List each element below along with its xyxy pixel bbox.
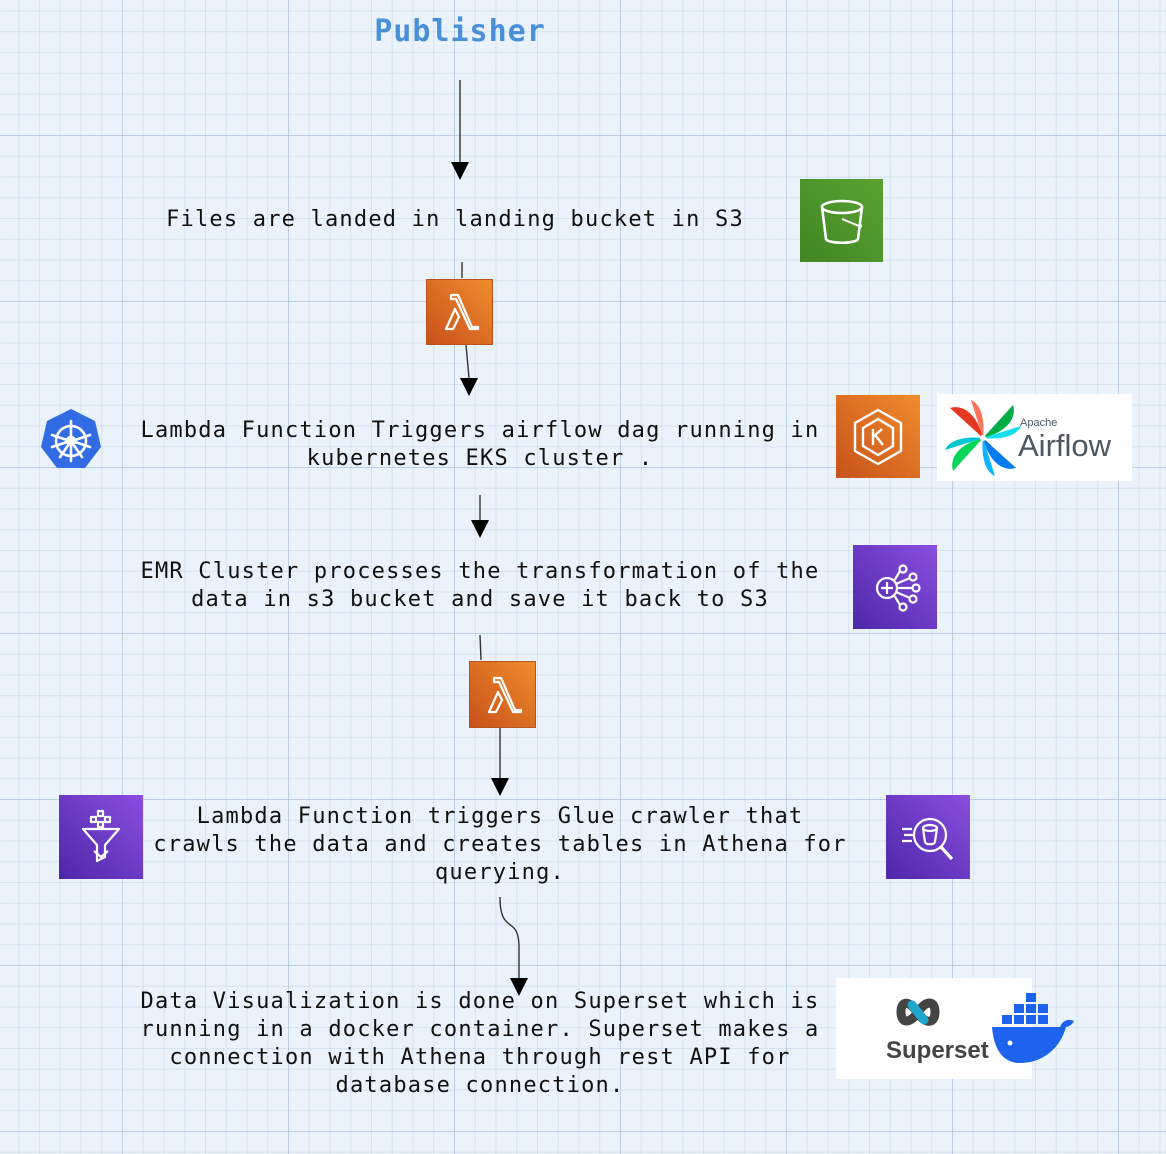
lambda-icon [426,279,493,345]
step-superset-visualization: Data Visualization is done on Superset w… [120,988,840,1100]
step-line: connection with Athena through rest API … [169,1045,791,1070]
arrowhead [471,520,489,538]
kubernetes-icon [38,407,104,473]
step-emr-processing: EMR Cluster processes the transformation… [120,558,840,614]
arrowhead [491,778,509,796]
airflow-logo: Apache Airflow [937,394,1132,481]
step-s3-landing: Files are landed in landing bucket in S3 [150,206,760,234]
arrow-glue-to-superset [499,896,520,978]
eks-icon [836,395,920,478]
arrow-emr-to-lambda [479,634,482,661]
step-line: crawls the data and creates tables in At… [153,832,847,857]
emr-icon [853,545,937,629]
step-line: data in s3 bucket and save it back to S3 [191,587,769,612]
step-glue-crawler: Lambda Function triggers Glue crawler th… [140,803,860,887]
airflow-small-text: Apache [1020,417,1057,429]
airflow-big-text: Airflow [1018,428,1112,463]
arrow-lambda-to-eks [465,344,470,379]
lambda-icon [469,661,536,728]
step-line: Files are landed in landing bucket in S3 [166,207,744,232]
glue-icon [59,795,143,879]
docker-icon [990,985,1078,1071]
arrowhead [451,162,469,180]
s3-bucket-icon [800,179,883,262]
superset-text: Superset [886,1037,989,1064]
step-line: running in a docker container. Superset … [140,1017,820,1042]
step-line: querying. [434,860,565,885]
step-line: Data Visualization is done on Superset w… [140,989,820,1014]
step-line: database connection. [335,1073,625,1098]
athena-icon [886,795,970,879]
arrowhead [510,978,528,996]
arrowhead [460,378,478,396]
step-line: kubernetes EKS cluster . [306,446,654,471]
step-airflow-trigger: Lambda Function Triggers airflow dag run… [120,417,840,473]
step-line: Lambda Function triggers Glue crawler th… [196,804,804,829]
step-line: Lambda Function Triggers airflow dag run… [140,418,820,443]
publisher-title: Publisher [374,14,546,49]
step-line: EMR Cluster processes the transformation… [140,559,820,584]
